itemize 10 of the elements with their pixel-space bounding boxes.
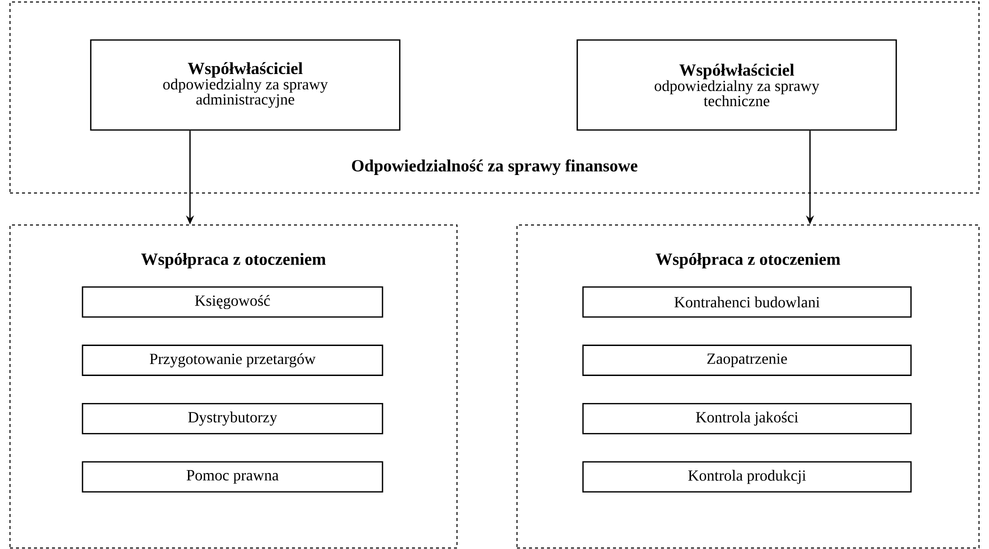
department-box: Kontrola jakości [582,402,912,434]
department-box: Pomoc prawna [82,461,384,493]
owner-box: Współwłaściciel odpowiedzialny za sprawy techniczne [576,39,897,131]
department-box: Dystrybutorzy [82,402,384,434]
department-box: Kontrola produkcji [582,461,912,493]
department-box: Zaopatrzenie [582,344,912,376]
department-box: Kontrahenci budowlani [582,286,912,318]
department-box: Księgowość [82,286,384,318]
department-box: Przygotowanie przetargów [82,344,384,376]
owner-box: Współwłaściciel odpowiedzialny za sprawy administracyjne [90,39,400,131]
